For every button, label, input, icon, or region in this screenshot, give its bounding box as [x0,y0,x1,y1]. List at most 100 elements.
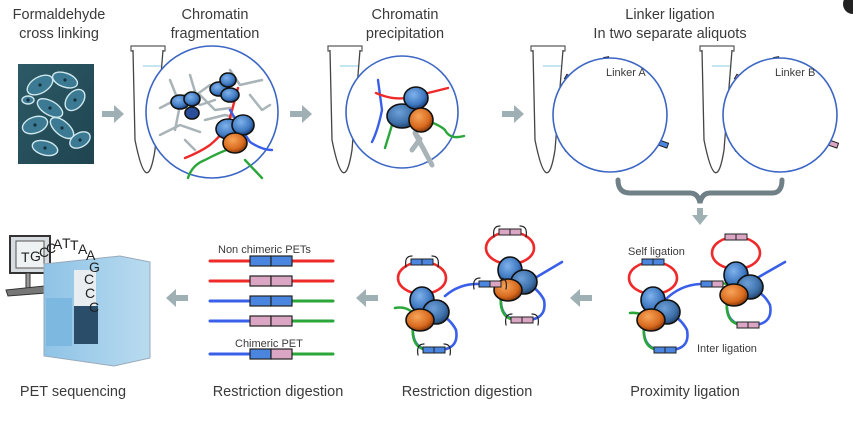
cut-arrow [499,277,507,290]
blue-strand [370,78,384,144]
pet-row [208,255,335,267]
gray-strand [248,93,272,112]
pet-tag [270,295,293,307]
protein-orange [408,107,434,133]
linker-half [747,321,760,329]
cut-site-arrows [417,343,451,356]
gray-strand [158,123,202,137]
step-proximity-label: Proximity ligation [630,384,740,400]
sequence-letter: A [86,247,96,263]
gray-strand [198,93,232,112]
cell-micrograph [18,64,94,164]
cell-nucleus [63,78,67,82]
cut-arrow [519,225,527,238]
linker-half [652,258,665,266]
cut-arrow [531,313,539,326]
zoom-circle-linker [722,57,838,173]
sequencer-window [74,270,96,306]
proximity-ligation [627,233,787,354]
cell-nucleus [26,98,30,102]
pet-tag [270,315,293,327]
pet-tag [249,315,272,327]
tube-precipitation [327,45,363,174]
tube-body [532,49,564,174]
protein-orange [636,308,666,332]
arrow-shape [166,289,188,307]
linker-half [664,346,677,354]
self-ligation-label: Self ligation [628,246,685,258]
arrow-shape [290,105,312,123]
arrow-precipitation-to-linker [502,105,524,123]
linker-half [510,316,523,324]
linker-half [410,258,423,266]
step-restriction2-label: Restriction digestion [212,384,344,400]
protein-blue [220,87,240,103]
tube-linker-b [699,45,735,174]
linker-b-label: Linker B [775,67,816,79]
protein-blue [403,86,429,110]
sequence-letter: T [62,235,71,251]
sequence-letter: G [30,248,41,264]
self-ligation-linker [641,258,665,266]
linker-half [735,233,748,241]
linker-half [641,258,654,266]
pet-tag [249,295,272,307]
cell-nucleus [48,106,52,110]
sequencer-panel [74,306,98,344]
pet-row [208,348,335,360]
protein-blue [183,91,201,107]
self-ligation-linker [736,321,760,329]
linker-half [478,280,491,288]
label-line: In two separate aliquots [593,26,747,42]
self-ligation-linker [653,346,677,354]
arrow-shape [356,289,378,307]
arrow-shape [570,289,592,307]
arrow-down-to-proximity [692,208,708,225]
blue-strand [533,260,564,280]
precipitated-complex [370,78,466,168]
antibody [409,130,435,168]
pet-tag [270,348,293,360]
digested-complex-a [396,258,458,354]
monitor-stand [25,272,31,290]
self-ligation-complex-b [710,233,772,329]
corner-mark [843,0,853,14]
tube-body [701,49,733,174]
label-line: Linker ligation [625,7,715,23]
linker-half [724,233,737,241]
cell-nucleus [33,123,37,127]
inter-ligation-linker [478,280,502,288]
arrow-shape [502,105,524,123]
arrow-proximity-to-restriction [570,289,592,307]
blue-strand [663,281,724,302]
sequence-letter: T [21,249,30,265]
sequencer-rack [46,298,72,346]
cut-site-arrows [505,313,539,326]
tube-linker-a [530,45,566,174]
label-line: precipitation [365,26,445,42]
cell-nucleus [38,83,42,87]
cut-arrow [405,255,413,268]
sequence-letter: G [89,259,100,275]
blue-strand [228,108,274,152]
self-ligation-linker [422,346,446,354]
sequence-letter: C [84,271,94,287]
protein-orange [222,132,248,154]
arrow-fragmentation-to-precipitation [290,105,312,123]
pet-row [208,295,335,307]
step-fragmentation-label: Chromatin fragmentation [160,6,270,44]
cut-arrow [417,343,425,356]
linker-half [521,316,534,324]
restriction-digestion-complexes [393,225,564,356]
sequence-letter: C [46,240,56,256]
tube-body [329,49,361,174]
keyboard [5,285,47,297]
sequence-letter: A [53,236,63,252]
sequence-letter: T [70,237,79,253]
cut-arrow [505,313,513,326]
cut-site-arrows [405,255,439,268]
linker-half [433,346,446,354]
protein-blue [231,114,255,136]
pet-tag [249,255,272,267]
